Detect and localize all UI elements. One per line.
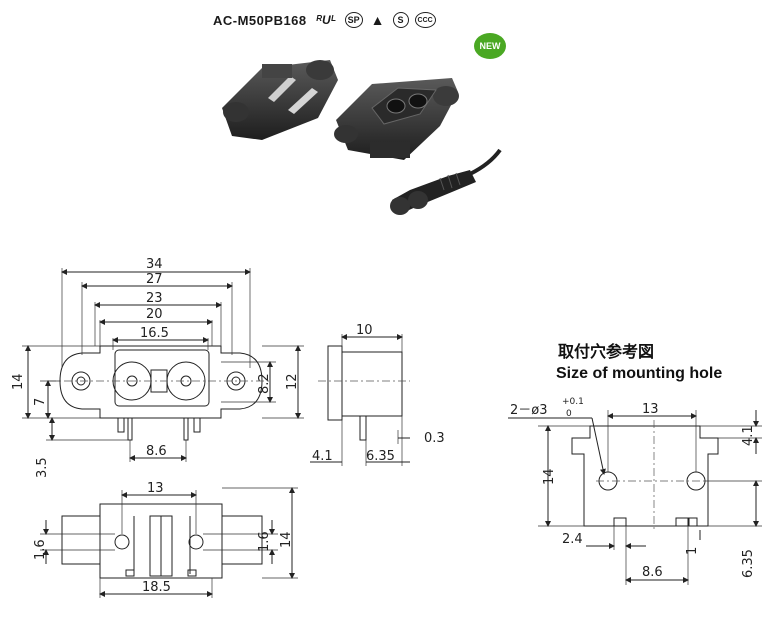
hole-spec: 2－ø3 (510, 403, 548, 418)
new-badge: NEW (474, 33, 506, 59)
dim-0-3: 0.3 (424, 431, 445, 446)
mounting-hole-drawing: 取付穴参考図 Size of mounting hole (508, 342, 762, 585)
dim-14-hole: 14 (542, 468, 557, 485)
dim-18-5: 18.5 (142, 580, 171, 595)
side-view-drawing: 10 0.3 4.1 6.35 (310, 323, 445, 466)
dim-4-1-side: 4.1 (312, 449, 333, 464)
dim-34: 34 (146, 257, 163, 272)
hole-tolerance-upper: +0.1 (562, 397, 584, 407)
ul-recognized-icon: ᴿUᴸ (315, 13, 336, 27)
vde-icon: ▲ (370, 12, 385, 28)
hole-tolerance-lower: 0 (566, 409, 572, 419)
dim-8-2: 8.2 (257, 373, 272, 394)
dim-1: 1 (685, 547, 700, 555)
dim-12: 12 (285, 373, 300, 390)
front-view-drawing: 34 27 23 20 16.5 8.6 14 7 3.5 8.2 12 (11, 257, 304, 478)
dim-2-4: 2.4 (562, 532, 583, 547)
csa-icon: SP (344, 12, 363, 28)
dim-3-5: 3.5 (35, 457, 50, 478)
product-photo-front (334, 78, 459, 160)
dim-1-6-left: 1.6 (33, 539, 48, 560)
s-mark-icon: S (392, 12, 409, 28)
ccc-icon: CCC (414, 12, 436, 28)
dim-10: 10 (356, 323, 373, 338)
dim-13-hole: 13 (642, 402, 659, 417)
dim-14-bottom: 14 (279, 531, 294, 548)
dim-4-1-hole: 4.1 (741, 425, 756, 446)
dim-6-35-hole: 6.35 (741, 549, 756, 578)
dim-16-5: 16.5 (140, 326, 169, 341)
dim-1-6-right: 1.6 (257, 531, 272, 552)
mounting-hole-title-en: Size of mounting hole (556, 365, 722, 382)
dim-8-6: 8.6 (146, 444, 167, 459)
dim-20: 20 (146, 307, 163, 322)
product-header: AC-M50PB168 ᴿUᴸ SP ▲ S CCC (213, 12, 436, 28)
dim-8-6-hole: 8.6 (642, 565, 663, 580)
product-photo-rear (222, 60, 338, 140)
model-number: AC-M50PB168 (213, 12, 307, 28)
bottom-view-drawing: 13 18.5 1.6 1.6 14 (33, 481, 298, 598)
product-photo-cable (390, 148, 502, 215)
dim-13-bottom: 13 (147, 481, 164, 496)
dim-23: 23 (146, 291, 163, 306)
mounting-hole-title-cn: 取付穴参考図 (558, 342, 654, 361)
dim-7: 7 (33, 398, 48, 406)
dim-14: 14 (11, 373, 26, 390)
dim-27: 27 (146, 272, 163, 287)
dim-6-35-side: 6.35 (366, 449, 395, 464)
